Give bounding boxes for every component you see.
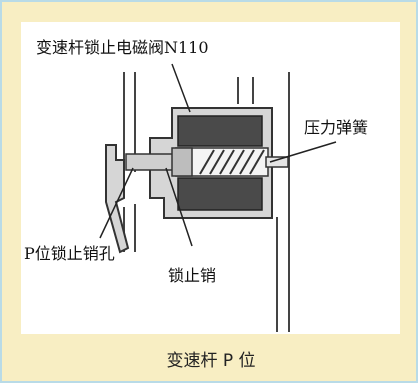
spring-rod [265, 156, 289, 168]
spring-coils [199, 149, 265, 175]
label-spring: 压力弹簧 [304, 118, 369, 137]
coil-bottom [177, 177, 263, 211]
label-solenoid: 变速杆锁止电磁阀N110 [36, 38, 209, 57]
caption: 变速杆 P 位 [166, 351, 256, 371]
label-p-hole: P位锁止销孔 [24, 244, 115, 263]
leader-lines [99, 63, 337, 247]
mount-lines [237, 72, 290, 332]
coil-top [177, 115, 263, 147]
lever-arm [105, 144, 130, 254]
label-lock-pin: 锁止销 [168, 266, 217, 285]
lock-pin-head [171, 147, 193, 177]
